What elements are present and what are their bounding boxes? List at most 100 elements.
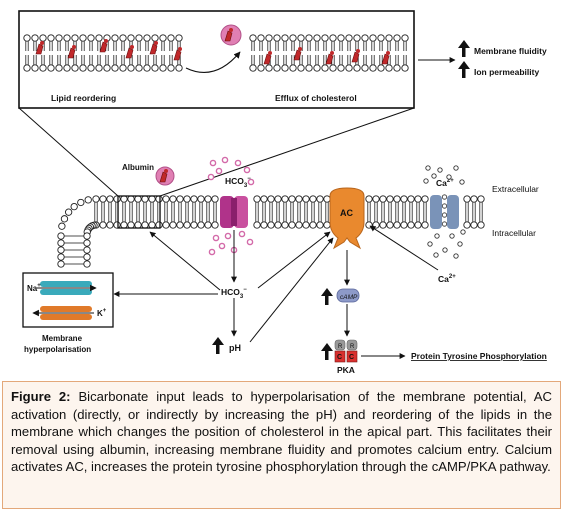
lipid-outer: [57, 260, 65, 268]
zoom-line-left: [18, 107, 119, 197]
lipid-outer: [211, 195, 219, 213]
lipid-outer: [155, 195, 163, 213]
lipid-inner: [83, 253, 91, 261]
lipid-inner: [316, 211, 324, 229]
lipid-outer: [260, 195, 268, 213]
hco3-top-label: HCO3−: [225, 176, 251, 189]
k-channel: [32, 306, 94, 320]
lipid-outer: [162, 195, 170, 213]
lipid-outer: [176, 195, 184, 213]
panel-curve-arrow: [185, 51, 241, 73]
lipid-inner: [83, 232, 91, 240]
extracellular-label: Extracellular: [492, 184, 539, 194]
lipid-inner: [421, 211, 429, 229]
lipid-inner: [113, 211, 121, 229]
ph-up-arrow: [212, 337, 224, 354]
lipid-outer: [190, 195, 198, 213]
lipid-outer: [169, 195, 177, 213]
lipid-outer: [365, 195, 373, 213]
lipid-outer: [288, 195, 296, 213]
lipid-inner: [463, 211, 471, 229]
lipid-outer: [127, 195, 135, 213]
lipid-outer: [470, 195, 478, 213]
lipid-outer: [274, 195, 282, 213]
ion-permeability-up-arrow: [458, 61, 470, 78]
pka-up-arrow: [321, 343, 333, 360]
lipid-inner: [260, 211, 268, 229]
lipid-inner: [302, 211, 310, 229]
lipid-outer: [267, 195, 275, 213]
lipid-inner: [162, 211, 170, 229]
lipid-outer: [70, 202, 78, 211]
lipid-outer: [421, 195, 429, 213]
pka-r-label-1: R: [338, 344, 343, 350]
hco3-to-ac-arrow: [257, 231, 331, 289]
camp-icon: [336, 288, 360, 303]
lipid-outer: [253, 195, 261, 213]
ion-permeability-label: Ion permeability: [474, 67, 539, 77]
lipid-inner: [379, 211, 387, 229]
membrane-fluidity-label: Membrane fluidity: [474, 46, 547, 56]
caption-label: Figure 2:: [11, 389, 71, 404]
lipid-outer: [148, 195, 156, 213]
lipid-outer: [60, 215, 69, 223]
lipid-inner: [99, 211, 107, 229]
lipid-inner: [414, 211, 422, 229]
na-label: Na+: [27, 283, 41, 293]
lipid-outer: [113, 195, 121, 213]
lipid-outer: [477, 195, 485, 213]
lipid-outer: [57, 232, 65, 240]
lipid-inner: [295, 211, 303, 229]
lipid-outer: [120, 195, 128, 213]
lipid-inner: [190, 211, 198, 229]
lipid-inner: [407, 211, 415, 229]
lipid-outer: [197, 195, 205, 213]
lipid-inner: [120, 211, 128, 229]
lipid-outer: [106, 195, 114, 213]
lipid-inner: [365, 211, 373, 229]
lipid-inner: [183, 211, 191, 229]
hco3-transporter: [220, 196, 248, 228]
pka-r-label-2: R: [350, 344, 355, 350]
lipid-inner: [197, 211, 205, 229]
lipid-inner: [400, 211, 408, 229]
lipid-outer: [386, 195, 394, 213]
lipid-outer: [57, 253, 65, 261]
lipid-outer: [57, 246, 65, 254]
lipid-outer: [372, 195, 380, 213]
cell-membrane: [57, 195, 485, 268]
lipid-outer: [302, 195, 310, 213]
ph-label: pH: [229, 343, 241, 353]
protein-tyrosine-phosphorylation-label: Protein Tyrosine Phosphorylation: [411, 351, 547, 361]
lipid-outer: [183, 195, 191, 213]
albumin-panel-icon: [220, 24, 242, 46]
bicarbonate-particles: [207, 156, 255, 256]
lipid-inner: [83, 239, 91, 247]
membrane-hyper-label-2: hyperpolarisation: [24, 345, 91, 354]
membrane-fluidity-up-arrow: [458, 40, 470, 57]
ca-top-label: Ca2+: [436, 178, 454, 188]
zoom-line-right: [159, 107, 415, 197]
lipid-outer: [57, 239, 65, 247]
lipid-inner: [253, 211, 261, 229]
lipid-outer: [84, 196, 92, 204]
camp-up-arrow: [321, 288, 333, 305]
intracellular-label: Intracellular: [492, 228, 536, 238]
lipid-inner: [127, 211, 135, 229]
lipid-outer: [64, 208, 73, 216]
lipid-inner: [477, 211, 485, 229]
lipid-outer: [463, 195, 471, 213]
lipid-outer: [400, 195, 408, 213]
lipid-inner: [106, 211, 114, 229]
lipid-outer: [316, 195, 324, 213]
lipid-inner: [176, 211, 184, 229]
zoom-region: [117, 195, 161, 229]
lipid-inner: [155, 211, 163, 229]
lipid-inner: [141, 211, 149, 229]
figure-caption: Figure 2: Bicarbonate input leads to hyp…: [2, 381, 561, 509]
albumin-label: Albumin: [122, 163, 154, 172]
lipid-outer: [281, 195, 289, 213]
efflux-label: Efflux of cholesterol: [275, 93, 357, 103]
ca-bottom-label: Ca2+: [438, 274, 456, 284]
lipid-inner: [274, 211, 282, 229]
